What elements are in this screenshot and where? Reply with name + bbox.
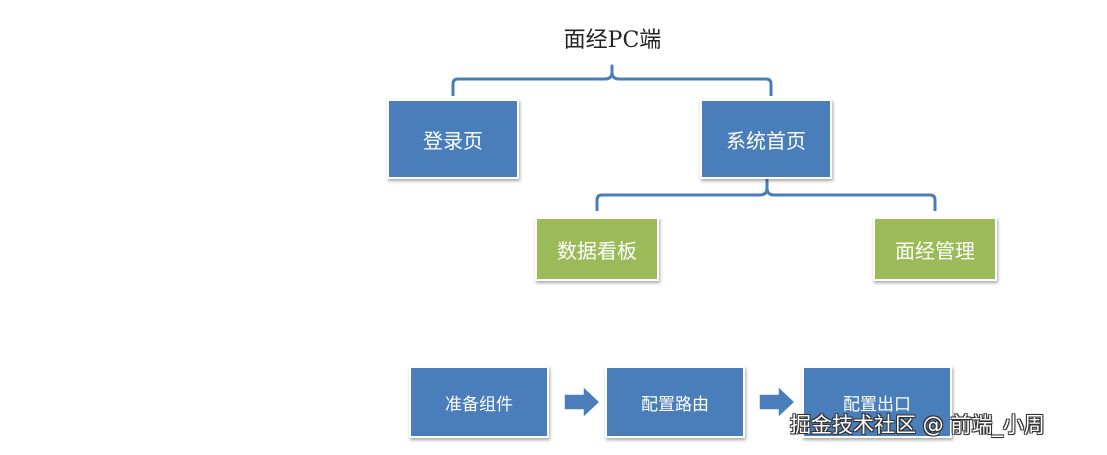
home-brace (595, 178, 937, 211)
diagram-title: 面经PC端 (563, 28, 662, 53)
home-page-node: 系统首页 (700, 99, 832, 179)
step-prepare-components: 准备组件 (409, 366, 549, 438)
step-arrow-1 (563, 385, 601, 419)
interview-management-node: 面经管理 (873, 217, 997, 281)
title-brace (451, 64, 773, 96)
step-configure-routes: 配置路由 (605, 366, 745, 438)
step-configure-outlet: 配置出口 (802, 366, 952, 438)
login-page-node: 登录页 (387, 99, 519, 179)
step-arrow-2 (758, 385, 796, 419)
watermark-text: 掘金技术社区 @ 前端_小周 (790, 413, 1045, 437)
dashboard-node: 数据看板 (535, 217, 659, 281)
